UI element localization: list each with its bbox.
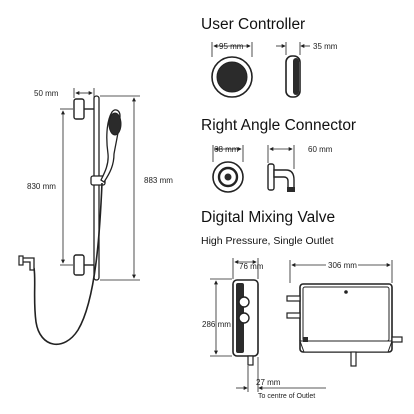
mixing-valve-title: Digital Mixing Valve	[201, 209, 335, 226]
right-angle-connector-title: Right Angle Connector	[201, 117, 356, 134]
user-controller-section: User Controller 95 mm 35 mm	[201, 16, 338, 98]
wall-outlet-elbow	[21, 257, 35, 271]
connector-width-label: 68 mm	[214, 145, 239, 154]
valve-front-panel	[302, 286, 390, 342]
valve-outlet-bottom	[350, 351, 357, 367]
bottom-wall-bracket	[73, 254, 85, 276]
right-angle-connector-section: Right Angle Connector 68 mm 60 mm	[201, 117, 356, 193]
valve-inlet-left-upper	[286, 295, 301, 302]
controller-width-label: 95 mm	[219, 42, 244, 51]
valve-depth-label: 76 mm	[239, 262, 264, 271]
valve-height-label: 286 mm	[202, 320, 231, 329]
outlet-offset-note: To centre of Outlet	[258, 393, 315, 400]
mixing-valve-subtitle: High Pressure, Single Outlet	[201, 235, 334, 247]
valve-width-label: 306 mm	[328, 261, 357, 270]
user-controller-title: User Controller	[201, 16, 305, 33]
connector-side-elbow	[273, 169, 295, 189]
valve-inlet-left-lower	[286, 312, 301, 319]
connector-depth-label: 60 mm	[308, 145, 333, 154]
outlet-offset-label: 27 mm	[256, 378, 281, 387]
controller-depth-label: 35 mm	[313, 42, 338, 51]
handset-head	[108, 112, 122, 136]
digital-mixing-valve-section: Digital Mixing Valve High Pressure, Sing…	[201, 209, 403, 400]
shower-hose	[33, 182, 103, 346]
valve-outlet-right	[391, 336, 403, 343]
riser-rail-drawing: 50 mm 830 mm 883 mm	[18, 88, 173, 346]
rail-overall-height-label: 883 mm	[144, 176, 173, 185]
connector-side-plate	[267, 163, 275, 191]
top-wall-bracket	[73, 98, 85, 120]
controller-front-dial	[216, 61, 248, 93]
valve-side-port-lower	[238, 312, 250, 324]
riser-rail	[93, 95, 100, 281]
valve-side-port-upper	[238, 296, 250, 308]
rail-wall-offset-label: 50 mm	[34, 89, 59, 98]
bracket-centres-label: 830 mm	[27, 182, 56, 191]
